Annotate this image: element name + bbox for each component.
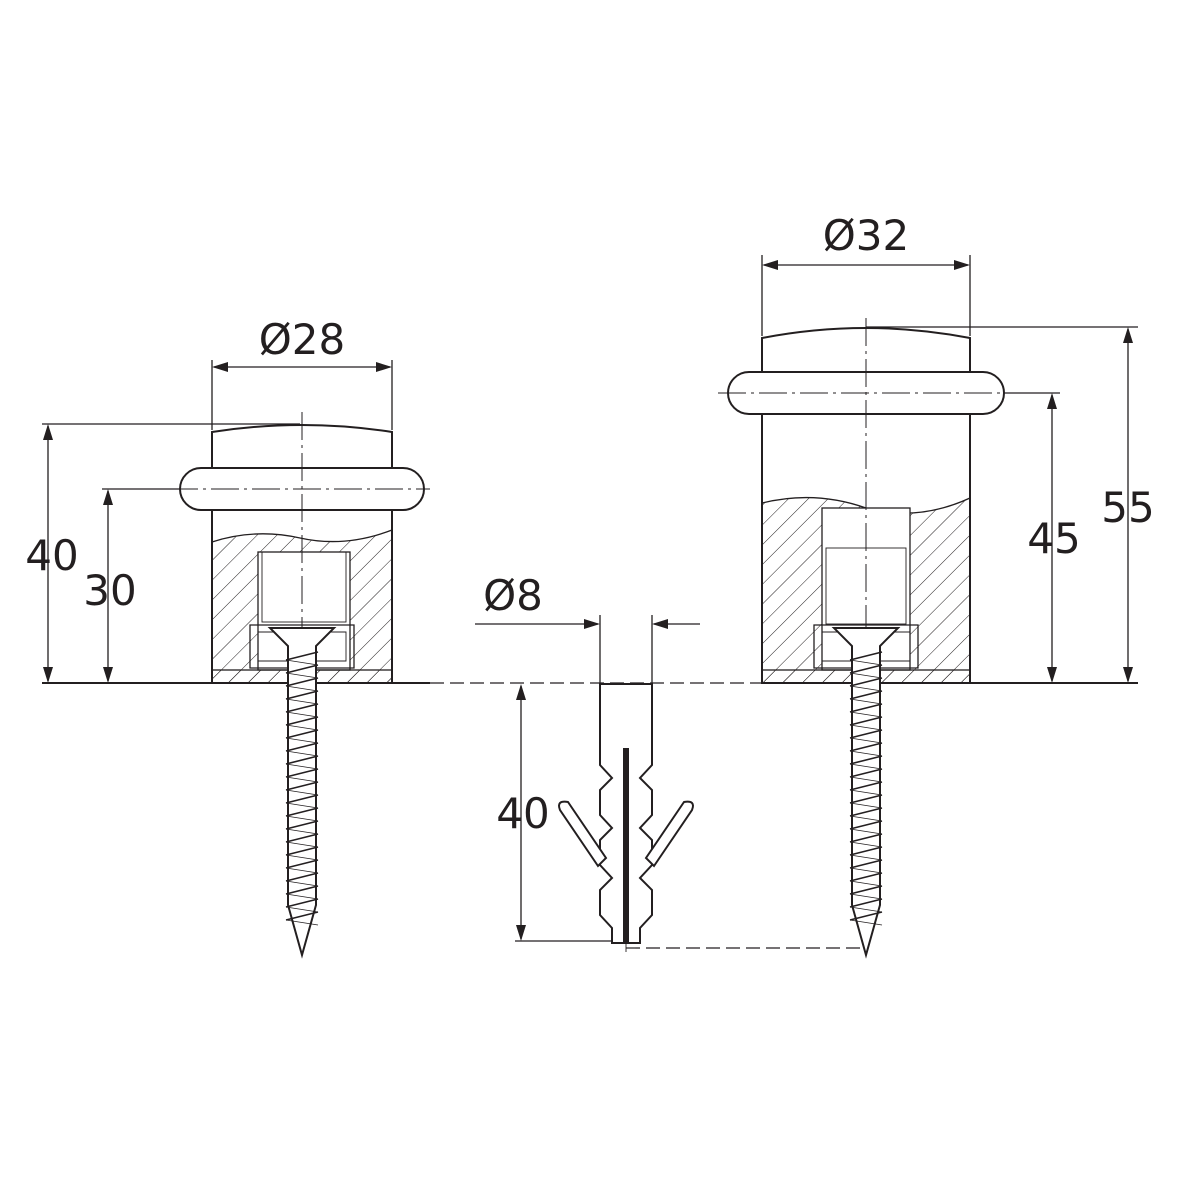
large-stop-diameter-label: Ø32	[823, 211, 910, 260]
plug-left-wing	[558, 800, 608, 868]
small-stop-diameter-label: Ø28	[259, 315, 346, 364]
small-stop-cap	[211, 424, 393, 473]
plug-length-label: 40	[496, 789, 549, 838]
large-stop-screw	[831, 627, 901, 959]
large-door-stop	[718, 318, 1014, 684]
large-stop-height-label: 55	[1101, 483, 1154, 532]
large-stop-bumper-height-label: 45	[1027, 514, 1080, 563]
plug-right-wing	[644, 800, 694, 868]
plug-diameter-label: Ø8	[483, 571, 543, 620]
plug-dimensions: Ø8 40	[475, 571, 866, 949]
small-stop-bumper-height-label: 30	[83, 566, 136, 615]
small-stop-height-label: 40	[25, 531, 78, 580]
small-stop-screw	[267, 627, 337, 959]
small-stop-dimensions: Ø28 40 30	[25, 315, 393, 683]
large-stop-dimensions: Ø32 55 45	[761, 211, 1155, 683]
large-stop-cap	[761, 327, 971, 381]
wall-plug	[558, 683, 694, 952]
